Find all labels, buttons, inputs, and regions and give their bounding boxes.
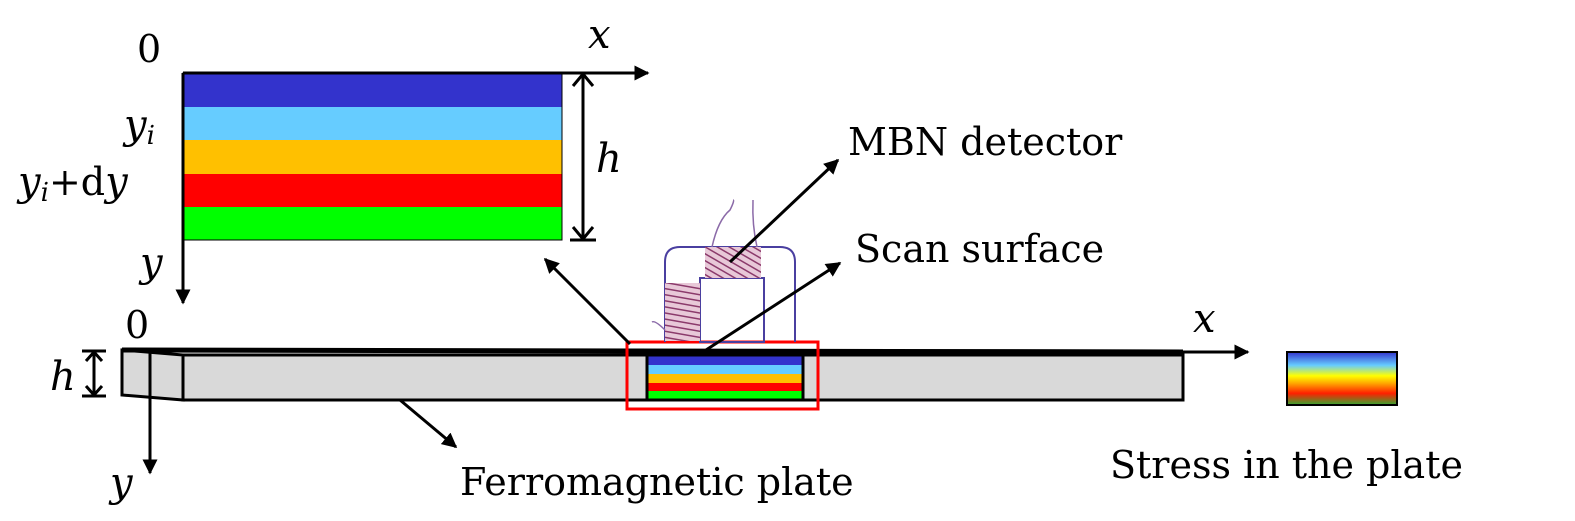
stress-legend-label: Stress in the plate (1110, 443, 1463, 487)
plate-h-label: h (50, 354, 76, 400)
plate-y-label: y (108, 460, 134, 506)
coil-top (705, 247, 761, 278)
yi-label: yi (122, 102, 155, 151)
inset-origin-label: 0 (137, 27, 161, 71)
inset-h-label: h (596, 136, 622, 182)
inset-y-label: y (138, 240, 164, 286)
inset-cross-section: 0 x y h yi yi+dy (16, 12, 650, 305)
scan-pointer-arrow (705, 261, 842, 352)
plate-pointer-arrow (399, 398, 458, 449)
inset-pointer-arrow (543, 257, 632, 346)
detector-pointer-arrow (728, 158, 840, 264)
ferromagnetic-plate-label: Ferromagnetic plate (460, 460, 854, 504)
coil-left (665, 283, 700, 341)
scan-surface-label: Scan surface (855, 227, 1104, 271)
band-1 (183, 73, 562, 107)
yi-dy-label: yi+dy (16, 159, 129, 208)
mbn-detector (651, 199, 796, 343)
band-5 (183, 207, 562, 240)
band-2 (183, 107, 562, 140)
plate-height-dimension (82, 349, 106, 398)
plate-x-label: x (1193, 296, 1216, 342)
scan-region (625, 340, 820, 411)
band-3 (183, 140, 562, 174)
inset-height-dimension (570, 71, 596, 242)
stress-gradient-swatch (1286, 351, 1398, 406)
inset-x-label: x (588, 12, 611, 58)
mbn-detector-label: MBN detector (848, 120, 1123, 164)
band-4 (183, 174, 562, 207)
plate-origin-label: 0 (125, 303, 149, 347)
